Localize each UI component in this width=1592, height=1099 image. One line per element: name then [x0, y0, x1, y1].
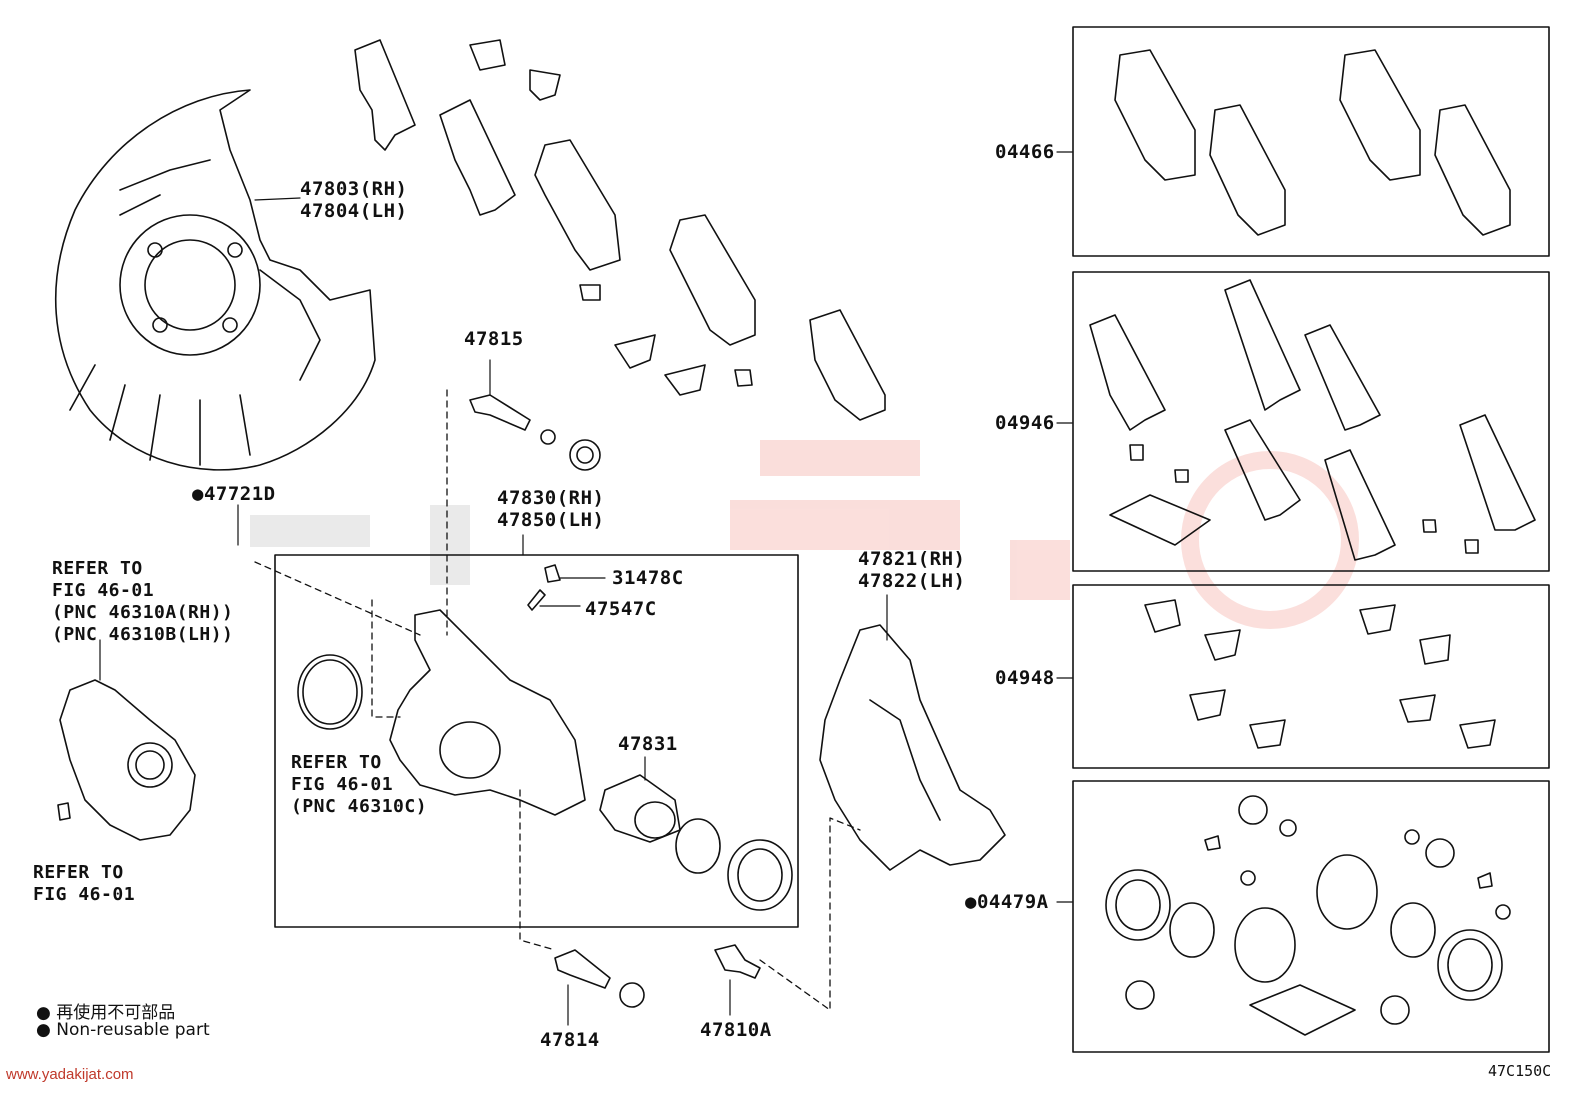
refer-seal-line1: REFER TO [291, 752, 382, 773]
label-47721d[interactable]: ●47721D [192, 483, 276, 505]
refer-caliper-line2: FIG 46-01 [52, 580, 155, 601]
refer-caliper-line4: (PNC 46310B(LH)) [52, 624, 234, 645]
label-47850[interactable]: 47850(LH) [497, 509, 605, 531]
label-04946[interactable]: 04946 [995, 412, 1055, 434]
label-47804[interactable]: 47804(LH) [300, 200, 408, 222]
refer-seal-line2: FIG 46-01 [291, 774, 394, 795]
bleeder-drawings [527, 564, 561, 611]
alignment-lines [254, 389, 861, 1011]
label-04466[interactable]: 04466 [995, 141, 1055, 163]
label-47822[interactable]: 47822(LH) [858, 570, 966, 592]
label-47547c[interactable]: 47547C [585, 598, 657, 620]
refer-bleeder-line2: FIG 46-01 [33, 884, 136, 905]
label-47814[interactable]: 47814 [540, 1029, 600, 1051]
piston-seal-drawings [599, 774, 793, 911]
label-47803[interactable]: 47803(RH) [300, 178, 408, 200]
refer-caliper-line1: REFER TO [52, 558, 143, 579]
label-04948[interactable]: 04948 [995, 667, 1055, 689]
caliper-assembly-left-drawing [57, 679, 196, 841]
caliper-mount-drawing [819, 624, 1006, 871]
shim-kit-drawings [1089, 279, 1536, 561]
guide-pin-47815-drawing [469, 394, 601, 471]
label-47815[interactable]: 47815 [464, 328, 524, 350]
kit-box-04466 [1072, 26, 1550, 257]
refer-caliper-line3: (PNC 46310A(RH)) [52, 602, 234, 623]
kit-box-04479a [1072, 780, 1550, 1053]
shim-drawings-top [354, 39, 753, 396]
label-31478c[interactable]: 31478C [612, 567, 684, 589]
clip-kit-drawings [1144, 599, 1496, 749]
label-47830[interactable]: 47830(RH) [497, 487, 605, 509]
label-04479a[interactable]: ●04479A [965, 891, 1049, 913]
label-47810a[interactable]: 47810A [700, 1019, 772, 1041]
legend-jp: ● 再使用不可部品 [36, 1003, 176, 1023]
caliper-body-drawing [297, 609, 586, 816]
brake-pad-drawings [534, 139, 886, 421]
label-47831[interactable]: 47831 [618, 733, 678, 755]
kit-box-04948 [1072, 584, 1550, 769]
pad-kit-drawings [1114, 49, 1511, 236]
figure-code: 47C150C [1488, 1062, 1552, 1080]
watermark-logo [250, 440, 1359, 629]
bolt-47810a-drawing [714, 944, 761, 979]
kit-box-04946 [1072, 271, 1550, 572]
dust-shield-drawing [55, 89, 376, 471]
guide-pin-47814-drawing [554, 949, 645, 1008]
refer-bleeder-line1: REFER TO [33, 862, 124, 883]
legend-en: ● Non-reusable part [36, 1020, 210, 1040]
refer-seal-line3: (PNC 46310C) [291, 796, 428, 817]
seal-kit-drawings [1105, 795, 1511, 1036]
leader-lines [99, 151, 1073, 1026]
caliper-assembly-box [274, 554, 799, 928]
label-47821[interactable]: 47821(RH) [858, 548, 966, 570]
website-watermark: www.yadakijat.com [6, 1066, 134, 1083]
